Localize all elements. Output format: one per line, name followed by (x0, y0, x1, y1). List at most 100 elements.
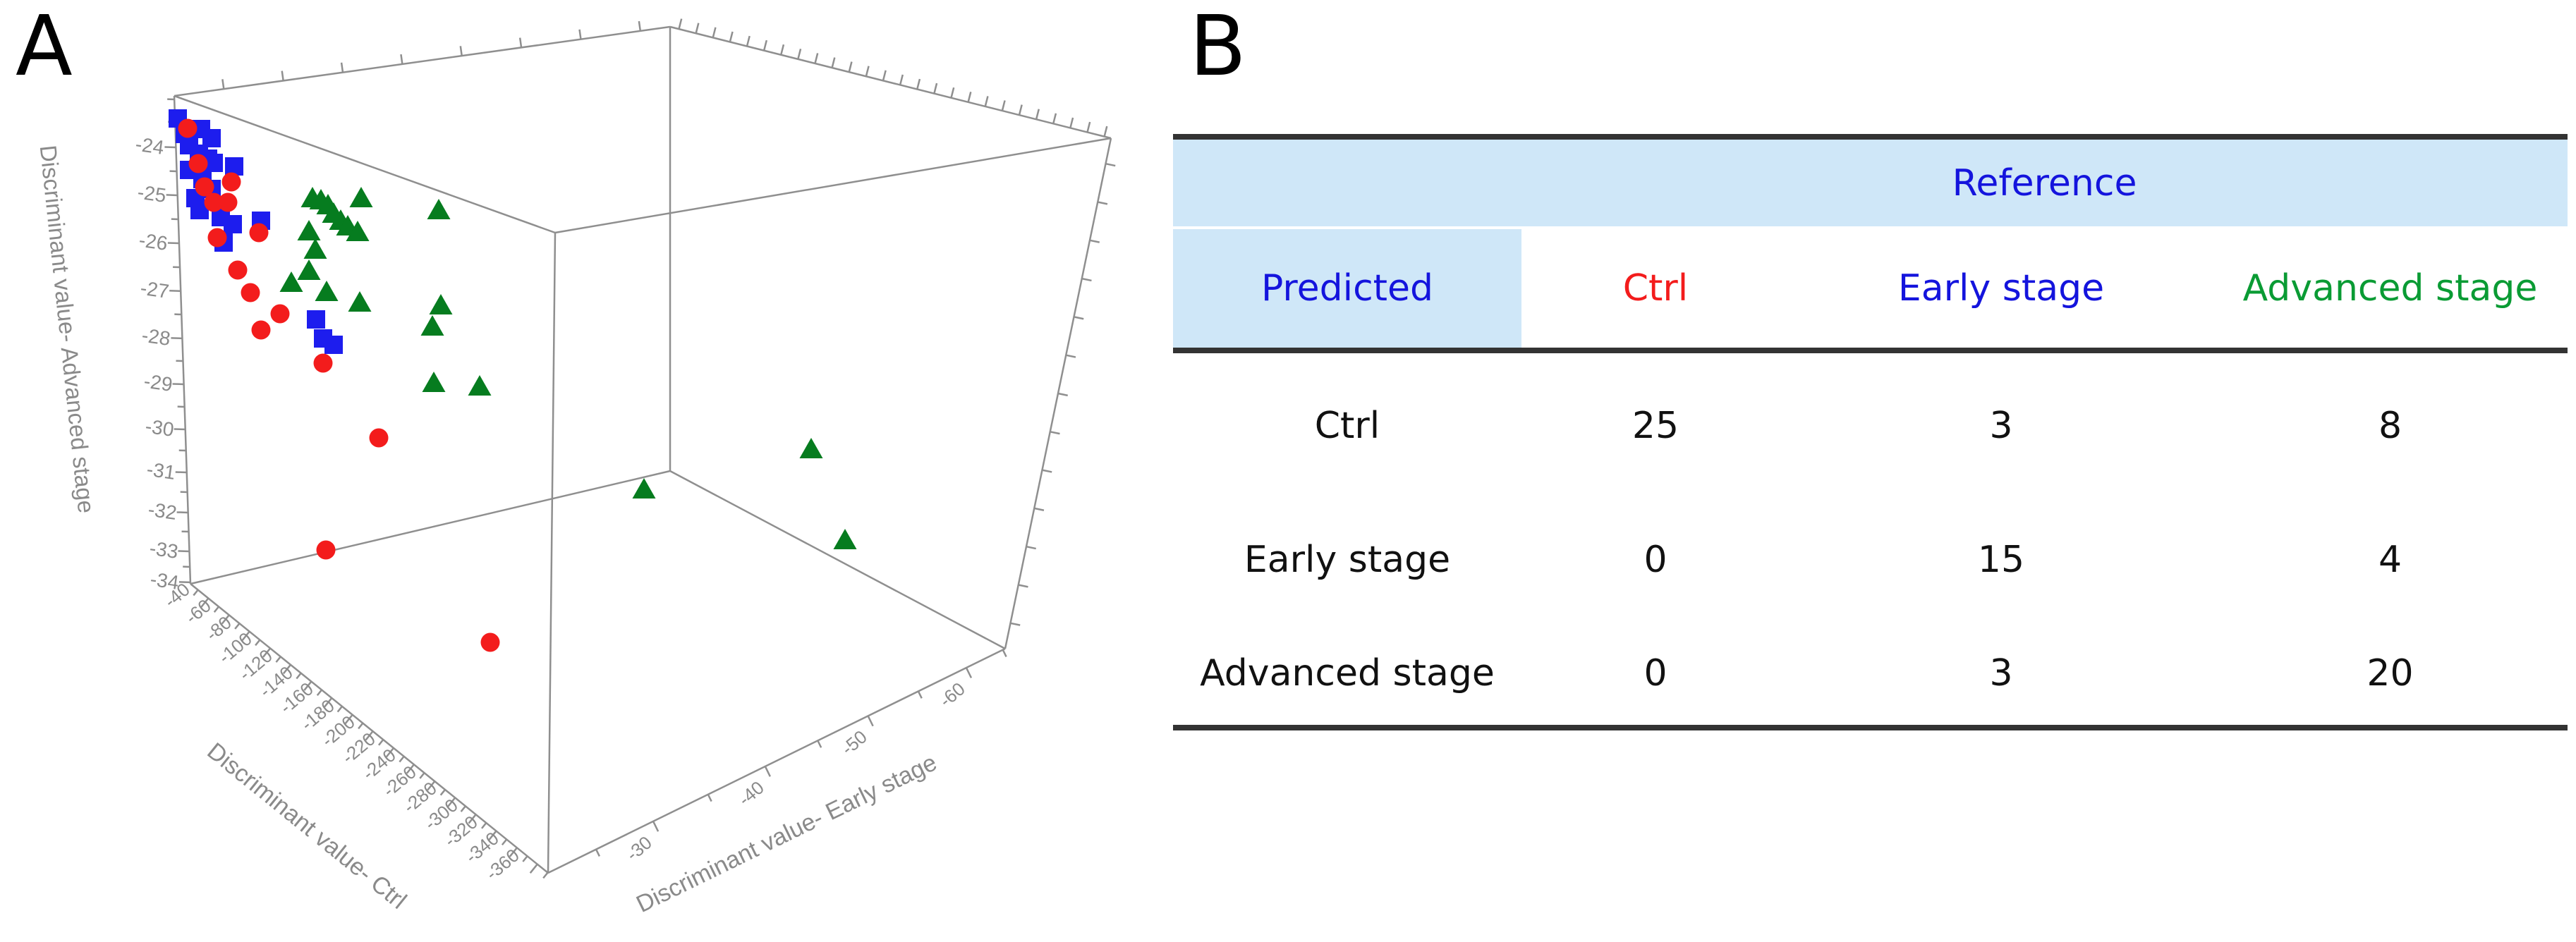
axis-tick (341, 63, 343, 73)
tick-label: -26 (138, 229, 169, 255)
data-point-triangle (423, 372, 446, 392)
axis-tick (747, 36, 750, 47)
data-point-square (225, 157, 243, 176)
axis-box-edge (190, 584, 548, 873)
axis-tick (1050, 432, 1060, 434)
data-point-circle (252, 321, 271, 340)
axis-tick (1003, 650, 1007, 657)
axis-tick (696, 23, 699, 34)
axis-tick (317, 690, 322, 695)
axis-tick (193, 590, 198, 596)
axis-tick (818, 740, 821, 747)
data-point-triangle (315, 281, 339, 301)
tick-label: -29 (142, 370, 174, 396)
row-label-ctrl: Ctrl (1173, 350, 1521, 498)
tick-label: -30 (144, 415, 175, 441)
axis-tick (379, 740, 383, 745)
axis-tick (1082, 279, 1092, 281)
axis-tick (1058, 393, 1068, 396)
data-point-circle (208, 228, 227, 247)
data-point-square (307, 310, 325, 329)
tick-label: -27 (139, 277, 170, 302)
data-point-circle (271, 305, 290, 324)
axis-tick (815, 53, 818, 63)
data-point-square (324, 336, 343, 354)
tick-label: -32 (147, 498, 178, 524)
data-point-circle (314, 354, 333, 373)
cell-advanced-ctrl: 0 (1521, 621, 1790, 728)
cell-early-ctrl: 0 (1521, 498, 1790, 621)
tick-label: -24 (134, 133, 165, 159)
axis-tick (523, 856, 527, 862)
axis-tick (1105, 126, 1107, 137)
col-header-early-stage: Early stage (1790, 228, 2213, 350)
axis-tick (461, 46, 462, 56)
tick-label: -28 (140, 324, 171, 350)
data-point-triangle (348, 291, 372, 312)
axis-tick (900, 75, 903, 85)
axis-tick (543, 873, 547, 879)
axis-tick (520, 38, 521, 48)
axis-box-edge (670, 27, 1111, 138)
cell-ctrl-advanced: 8 (2213, 350, 2568, 498)
axis-tick (1011, 623, 1021, 625)
axis-tick (399, 757, 403, 762)
cell-ctrl-ctrl: 25 (1521, 350, 1790, 498)
data-point-triangle (350, 187, 373, 207)
axis-tick (1034, 508, 1044, 510)
data-point-triangle (430, 294, 453, 314)
axis-tick (866, 66, 869, 77)
axis-tick (461, 806, 466, 812)
axis-tick (730, 32, 733, 42)
axis-tick (713, 27, 716, 38)
axis-tick (1066, 355, 1076, 357)
data-point-triangle (427, 199, 451, 219)
data-point-circle (370, 429, 389, 448)
tick-label: -30 (622, 832, 656, 865)
axis-tick (482, 823, 486, 828)
data-point-circle (317, 541, 336, 560)
axis-tick (282, 71, 284, 81)
axis-tick (1002, 101, 1005, 111)
data-point-triangle (834, 529, 857, 549)
cell-ctrl-early: 3 (1790, 350, 2213, 498)
axis-tick (917, 79, 920, 90)
axis-tick (1070, 118, 1073, 128)
axis-tick (1019, 585, 1028, 587)
axis-tick (1026, 546, 1036, 549)
axis-tick (1036, 109, 1039, 120)
axis-tick (679, 19, 682, 30)
axis-tick (420, 773, 424, 778)
data-point-square (224, 215, 242, 233)
3d-scatter-plot: -24-25-26-27-28-29-30-31-32-33-34-40-60-… (0, 0, 1199, 939)
axis-tick (580, 30, 581, 39)
axis-tick (653, 821, 658, 831)
axis-tick (276, 656, 280, 662)
tick-label: -31 (145, 458, 176, 484)
axis-tick (401, 54, 402, 64)
axis-tick (934, 83, 937, 94)
cell-early-early: 15 (1790, 498, 2213, 621)
axis-tick (358, 723, 363, 729)
axis-tick (918, 691, 922, 698)
axis-box-edge (548, 233, 555, 873)
axis-tick (255, 640, 260, 646)
row-label-advanced-stage: Advanced stage (1173, 621, 1521, 728)
tick-label: -60 (935, 678, 969, 711)
data-point-circle (178, 119, 198, 138)
data-point-triangle (800, 438, 823, 458)
axis-tick (169, 290, 181, 291)
reference-header-row: Reference (1173, 137, 2568, 228)
axis-tick (968, 92, 971, 102)
confusion-matrix-table: Reference Predicted Ctrl Early stage Adv… (1173, 134, 2568, 730)
data-point-circle (222, 173, 241, 192)
axis-tick (214, 606, 219, 612)
axis-tick (502, 839, 506, 845)
column-header-row: Predicted Ctrl Early stage Advanced stag… (1173, 228, 2568, 350)
axis-tick (296, 673, 300, 679)
axis-tick (849, 62, 852, 73)
data-point-circle (189, 154, 208, 173)
axis-tick (764, 40, 767, 51)
cell-advanced-early: 3 (1790, 621, 2213, 728)
data-point-circle (219, 193, 238, 212)
